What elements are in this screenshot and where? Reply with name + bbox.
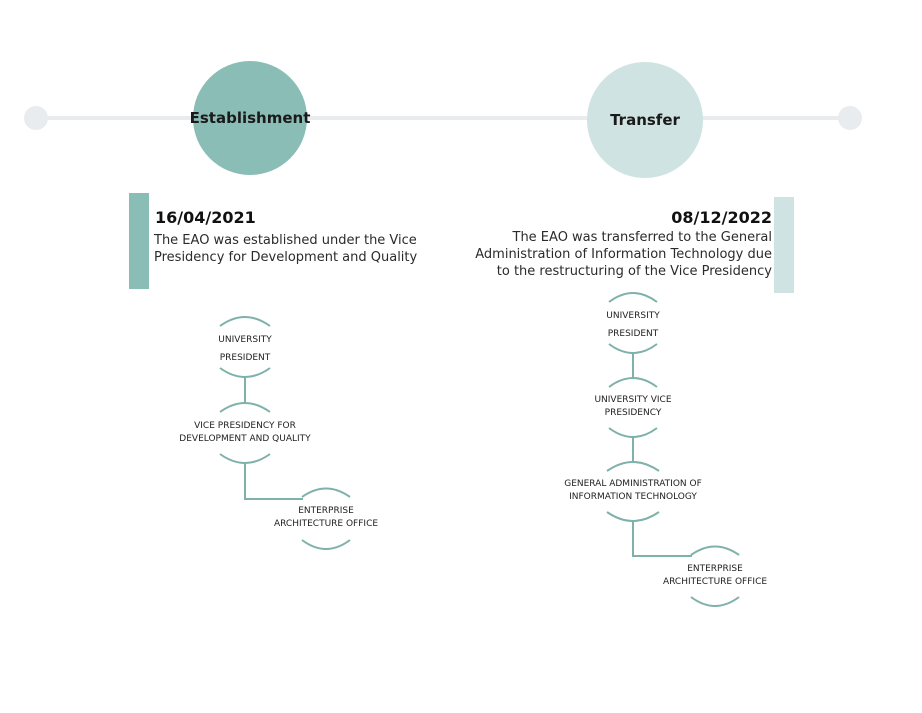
org-before-node-1-top-arc xyxy=(219,316,271,327)
org-after-node-3-bottom-arc xyxy=(606,511,660,522)
org-before-node-2-top-arc xyxy=(219,402,271,413)
org-before-node-university-president: UNIVERSITY PRESIDENT xyxy=(175,331,315,367)
stage-establishment-circle: Establishment xyxy=(190,61,310,175)
org-before-node-eao: ENTERPRISE ARCHITECTURE OFFICE xyxy=(256,505,396,531)
org-after-node-general-administration-it: GENERAL ADMINISTRATION OF INFORMATION TE… xyxy=(548,478,718,504)
stage-transfer-label: Transfer xyxy=(610,111,680,129)
org-after-node-2-top-arc xyxy=(608,377,658,388)
stage-establishment-label: Establishment xyxy=(189,109,311,127)
node-label-line: ENTERPRISE xyxy=(687,564,743,574)
org-before-connector-2 xyxy=(244,463,303,500)
timeline-line xyxy=(36,116,850,120)
org-before-node-3-bottom-arc xyxy=(301,539,351,550)
org-after-node-1-bottom-arc xyxy=(608,343,658,354)
event-establishment-desc-line: Presidency for Development and Quality xyxy=(154,250,418,265)
node-label-line: ENTERPRISE xyxy=(298,506,354,516)
org-after-node-university-vice-presidency: UNIVERSITY VICE PRESIDENCY xyxy=(563,394,703,420)
node-label-line: UNIVERSITY xyxy=(218,335,272,345)
timeline-start-dot xyxy=(24,106,48,130)
org-before-node-1-bottom-arc xyxy=(219,367,271,378)
node-label-line: PRESIDENT xyxy=(607,329,659,339)
node-label-line: PRESIDENCY xyxy=(604,408,662,418)
node-label-line: ARCHITECTURE OFFICE xyxy=(273,519,379,529)
event-establishment-desc-line: The EAO was established under the Vice xyxy=(154,233,417,248)
event-transfer-date: 08/12/2022 xyxy=(671,208,772,227)
node-label-line: ARCHITECTURE OFFICE xyxy=(662,577,768,587)
node-label-line: UNIVERSITY xyxy=(606,311,660,321)
org-after-node-3-top-arc xyxy=(606,461,660,472)
event-transfer-desc-line: The EAO was transferred to the General xyxy=(512,230,773,245)
org-after-node-4-bottom-arc xyxy=(690,596,740,607)
node-label-line: DEVELOPMENT AND QUALITY xyxy=(179,434,311,444)
stage-transfer-circle: Transfer xyxy=(587,62,703,178)
node-label-line: VICE PRESIDENCY FOR xyxy=(194,421,296,431)
org-after-node-eao: ENTERPRISE ARCHITECTURE OFFICE xyxy=(645,563,785,589)
org-before-node-2-bottom-arc xyxy=(219,453,271,464)
org-before-node-vice-presidency: VICE PRESIDENCY FOR DEVELOPMENT AND QUAL… xyxy=(165,420,325,446)
event-establishment-description: The EAO was established under the Vice P… xyxy=(154,232,454,266)
node-label-line: UNIVERSITY VICE xyxy=(594,395,672,405)
event-establishment-bar xyxy=(129,193,149,289)
org-after-node-4-top-arc xyxy=(690,545,740,556)
event-establishment-date: 16/04/2021 xyxy=(155,208,256,227)
node-label-line: INFORMATION TECHNOLOGY xyxy=(569,492,697,502)
org-after-node-2-bottom-arc xyxy=(608,427,658,438)
org-after-connector-3 xyxy=(632,521,692,557)
event-transfer-bar xyxy=(774,197,794,293)
org-after-node-1-top-arc xyxy=(608,292,658,303)
org-before-node-3-top-arc xyxy=(301,487,351,498)
node-label-line: PRESIDENT xyxy=(219,353,271,363)
timeline-end-dot xyxy=(838,106,862,130)
event-transfer-desc-line: to the restructuring of the Vice Preside… xyxy=(496,264,772,279)
event-transfer-desc-line: Administration of Information Technology… xyxy=(475,247,772,262)
org-after-node-university-president: UNIVERSITY PRESIDENT xyxy=(563,307,703,343)
event-transfer-description: The EAO was transferred to the General A… xyxy=(432,229,772,280)
node-label-line: GENERAL ADMINISTRATION OF xyxy=(564,479,702,489)
